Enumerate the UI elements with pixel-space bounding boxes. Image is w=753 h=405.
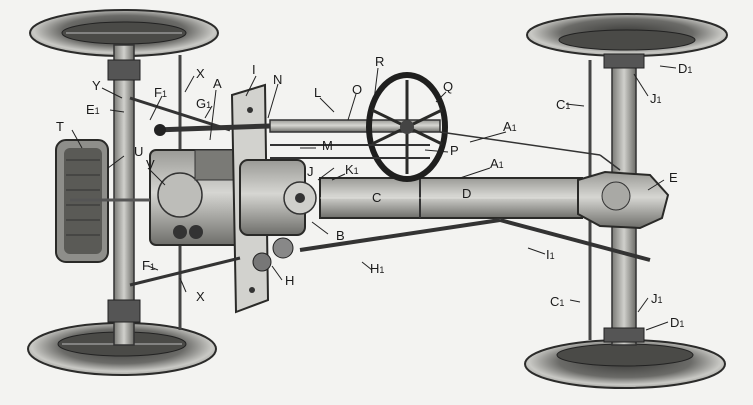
label-D1-top: D1: [678, 61, 693, 76]
label-Y: Y: [92, 78, 101, 93]
label-N: N: [273, 72, 283, 87]
label-P: P: [450, 143, 459, 158]
label-I: I: [252, 62, 256, 77]
label-X-top: X: [196, 66, 205, 81]
label-A1-mid: A1: [490, 156, 504, 171]
label-D: D: [462, 186, 472, 201]
label-E: E: [669, 170, 678, 185]
wheel-rear-top: [526, 13, 728, 57]
label-V: V: [146, 157, 155, 172]
label-H1: H1: [370, 261, 385, 276]
label-H: H: [285, 273, 295, 288]
leader-lines: [71, 65, 677, 331]
label-X-bot: X: [196, 289, 205, 304]
label-M: M: [322, 138, 333, 153]
label-A: A: [213, 76, 222, 91]
label-J1-top: J1: [650, 91, 662, 106]
label-J1-bot: J1: [651, 291, 663, 306]
label-G1: G1: [196, 96, 212, 111]
label-E1: E1: [86, 102, 100, 117]
label-T: T: [56, 119, 64, 134]
engine: [70, 149, 241, 246]
label-I1: I1: [546, 247, 555, 262]
label-R: R: [375, 54, 385, 69]
label-Q: Q: [443, 79, 454, 94]
linkages: [129, 96, 651, 287]
differential: [577, 170, 670, 230]
label-U: U: [134, 144, 144, 159]
label-K1: K1: [345, 162, 359, 177]
wheel-front-top: [29, 9, 219, 57]
label-F1-bot: F1: [142, 258, 155, 273]
label-C: C: [372, 190, 382, 205]
label-L: L: [314, 85, 322, 100]
label-B: B: [336, 228, 345, 243]
front-axle: [107, 44, 182, 346]
label-J: J: [307, 164, 314, 179]
label-F1-top: F1: [154, 85, 167, 100]
label-C1-bot: C1: [550, 294, 565, 309]
label-A1-top: A1: [503, 119, 517, 134]
gearbox: [239, 159, 317, 272]
label-D1-bot: D1: [670, 315, 685, 330]
propeller-shaft: [319, 177, 583, 219]
wheel-rear-bottom: [524, 339, 726, 389]
label-O: O: [352, 82, 363, 97]
label-C1-top: C1: [556, 97, 571, 112]
